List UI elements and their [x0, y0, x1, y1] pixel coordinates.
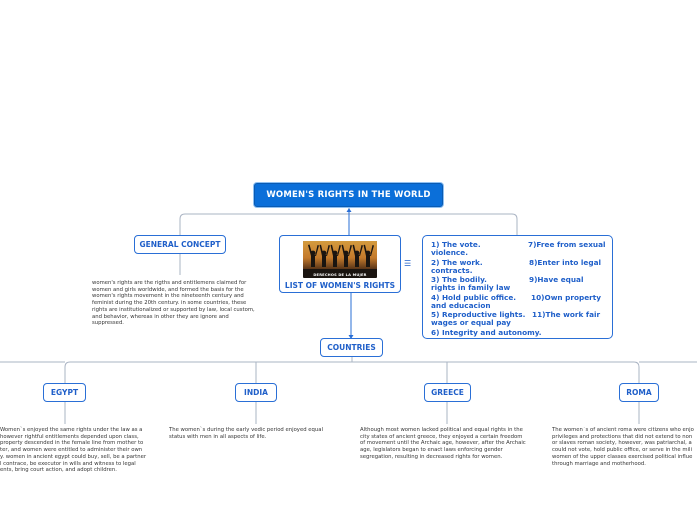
country-label: ROMA: [626, 388, 652, 397]
country-node-india[interactable]: INDIA: [235, 383, 277, 402]
greece-line: segregation, resulting in decreased righ…: [360, 453, 503, 460]
country-node-egypt[interactable]: EGYPT: [43, 383, 86, 402]
right-item: 4) Hold public office.: [431, 292, 517, 302]
country-label: EGYPT: [50, 388, 79, 397]
arrow-root-list: [346, 208, 352, 212]
roma-line: or slaves roman society, however, was pa…: [552, 440, 692, 447]
right-item: 8)Enter into legal: [529, 257, 602, 267]
general-line: feminist during the 20th century. in som…: [92, 300, 247, 307]
country-node-greece[interactable]: GREECE: [424, 383, 471, 402]
list-of-rights-node[interactable]: DERECHOS DE LA MUJER LIST OF WOMEN'S RIG…: [279, 235, 401, 293]
womens-rights-picture: DERECHOS DE LA MUJER: [303, 241, 377, 278]
country-label: GREECE: [431, 388, 464, 397]
right-item: 9)Have equal: [529, 275, 584, 284]
general-line: suppressed.: [92, 320, 124, 327]
right-item: 11)The work fair: [532, 310, 601, 319]
egypt-line: however rightful entitlements depended u…: [0, 433, 139, 440]
roma-line: could not vote, hold public office, or s…: [552, 447, 692, 454]
list-of-rights-label: LIST OF WOMEN'S RIGHTS: [284, 281, 396, 290]
connector-countries-branch: [64, 356, 353, 383]
raised-hands-silhouettes: [308, 244, 374, 267]
general-line: women and girls worldwide, and formed th…: [92, 286, 244, 293]
general-line: women's rights are the rigths and entitl…: [92, 280, 247, 286]
india-text: The women`s during the early vedic perio…: [169, 427, 339, 440]
connector-root-general: [179, 207, 350, 236]
right-item: rights in family law: [431, 283, 511, 293]
general-concept-text: women's rights are the rigths and entitl…: [92, 280, 272, 327]
general-concept-label: GENERAL CONCEPT: [139, 240, 221, 249]
greece-line: city states of ancient greece, they enjo…: [360, 433, 523, 440]
india-line: The women`s during the early vedic perio…: [169, 427, 323, 433]
egypt-line: y. women in ancient egypt could buy, sel…: [0, 453, 147, 460]
greece-line: Although most women lacked political and…: [360, 427, 523, 433]
greece-line: of movement until the Archaic age, howev…: [360, 440, 526, 447]
egypt-text: Women`s enjoyed the same rights under th…: [0, 427, 160, 474]
egypt-line: l contrace, be executor in wills and wit…: [0, 460, 136, 467]
root-topic[interactable]: WOMEN'S RIGHTS IN THE WORLD: [254, 183, 443, 207]
root-topic-label: WOMEN'S RIGHTS IN THE WORLD: [266, 190, 431, 200]
general-line: rights are institutionalized or supporte…: [92, 306, 255, 313]
right-item: 10)Own property: [531, 292, 602, 302]
greece-line: age, legislators began to enact laws enf…: [360, 447, 503, 454]
egypt-line: ents, bring court action, and adopt chil…: [0, 467, 117, 474]
general-line: and behavior, whereas in other they are …: [92, 313, 229, 320]
roma-line: The women`s of ancient roma were citizen…: [552, 427, 694, 433]
country-label: INDIA: [244, 388, 268, 397]
general-line: women's rights movement in the nineteent…: [92, 293, 244, 300]
arrow-list-countries: [348, 335, 354, 339]
connector-countries-roma: [352, 361, 640, 383]
country-node-roma[interactable]: ROMA: [619, 383, 659, 402]
picture-caption: DERECHOS DE LA MUJER: [313, 273, 367, 277]
right-item: 6) Integrity and autonomy.: [431, 327, 542, 337]
right-item: violence.: [431, 248, 468, 258]
roma-line: privileges and protections that did not …: [552, 433, 693, 440]
right-item: 1) The vote.: [431, 240, 481, 249]
greece-text: Although most women lacked political and…: [360, 427, 540, 461]
egypt-line: Women`s enjoyed the same rights under th…: [0, 427, 143, 433]
right-item: contracts.: [431, 265, 473, 275]
notes-icon[interactable]: ☰: [404, 259, 412, 268]
right-item: and educacion: [431, 300, 491, 310]
india-line: status with men in all aspects of life.: [169, 433, 267, 440]
general-concept-node[interactable]: GENERAL CONCEPT: [134, 235, 226, 254]
right-item: 3) The bodily.: [431, 275, 487, 284]
countries-node[interactable]: COUNTRIES: [320, 338, 383, 357]
countries-label: COUNTRIES: [327, 343, 376, 352]
connector-root-rights: [349, 213, 518, 235]
roma-text: The women`s of ancient roma were citizen…: [552, 427, 697, 467]
roma-line: through marriage and motherhood.: [552, 460, 646, 467]
right-item: 2) The work.: [431, 257, 483, 267]
right-item: 7)Free from sexual: [528, 240, 606, 249]
egypt-line: ter, and women were entitled to administ…: [0, 447, 143, 454]
egypt-line: property descended in the female line fr…: [0, 440, 144, 447]
right-item: 5) Reproductive lights.: [431, 310, 526, 319]
roma-line: women of the upper classes exercised pol…: [552, 453, 693, 460]
right-item: wages or equal pay: [431, 318, 511, 328]
rights-list-node[interactable]: 1) The vote. 7)Free from sexual violence…: [422, 235, 613, 339]
